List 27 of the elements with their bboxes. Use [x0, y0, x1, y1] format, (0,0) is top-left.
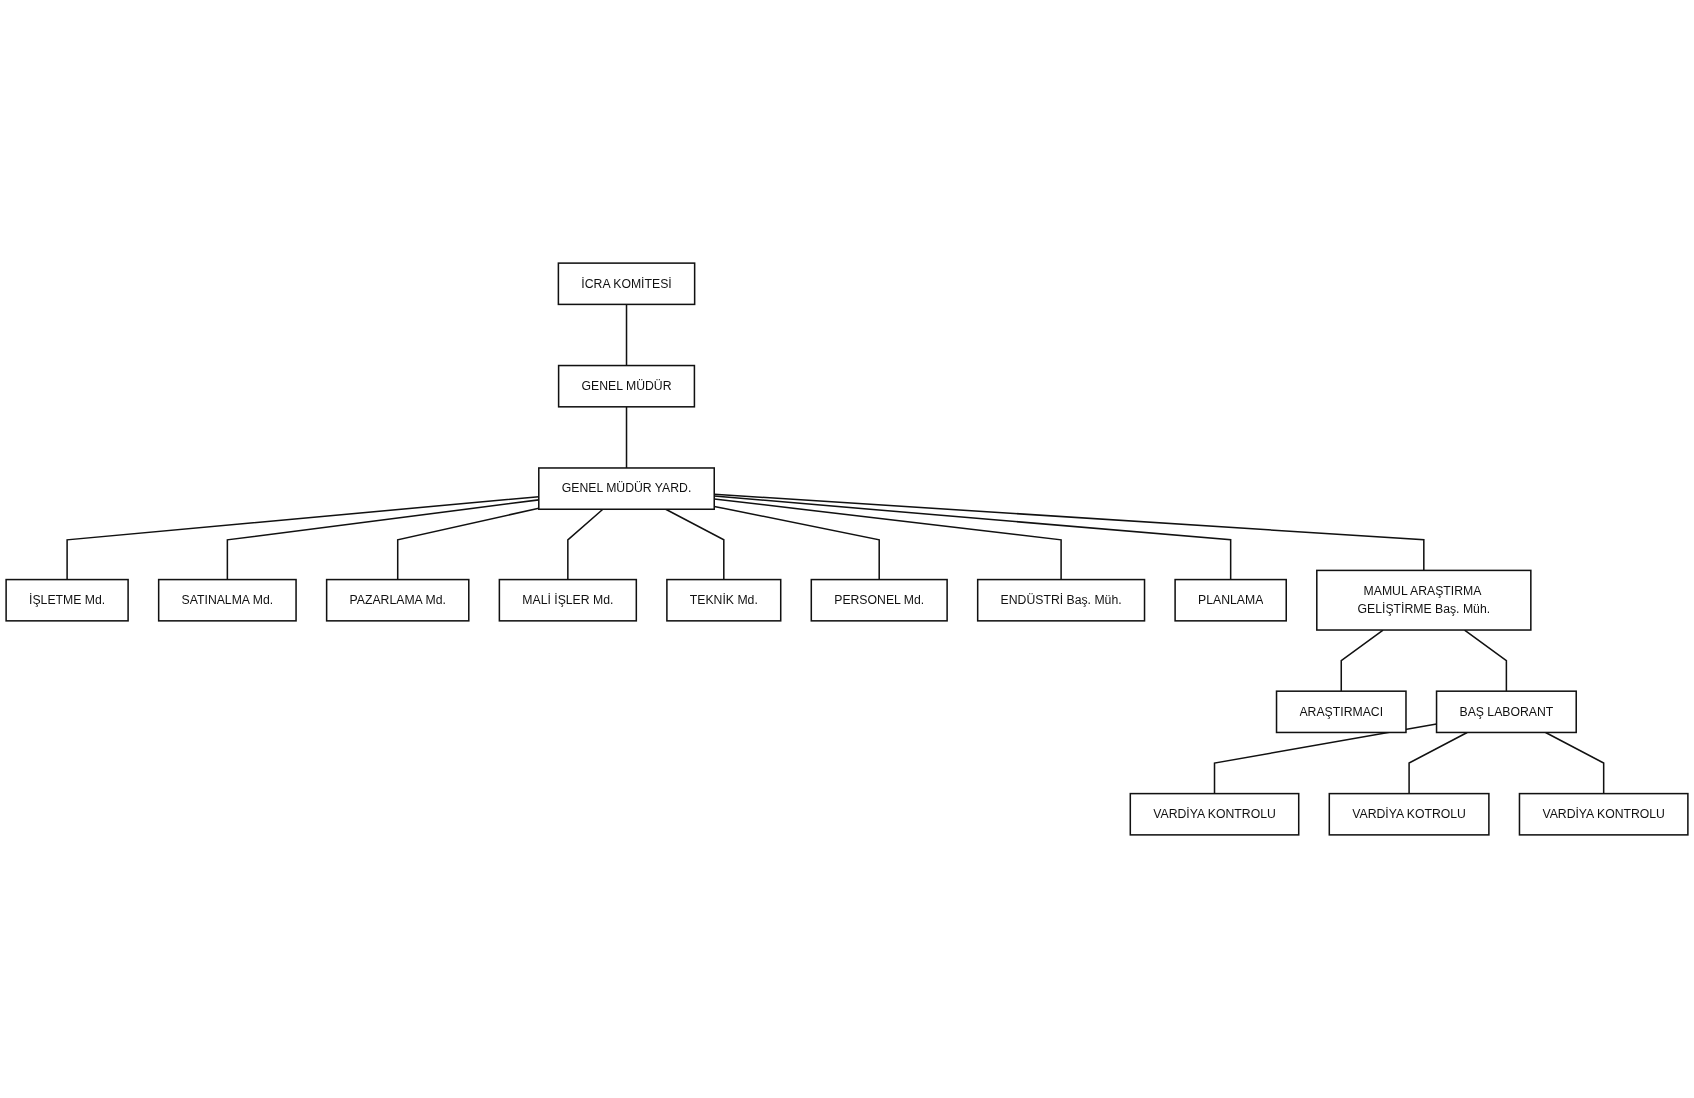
node-box: VARDİYA KONTROLU — [1129, 792, 1300, 836]
node-box: GENEL MÜDÜR — [557, 364, 696, 408]
node-box: MALİ İŞLER Md. — [498, 578, 638, 622]
connector — [1340, 629, 1384, 692]
node-box: GENEL MÜDÜR YARD. — [538, 467, 715, 510]
connector — [713, 495, 1232, 581]
node-box: PLANLAMA — [1174, 578, 1287, 622]
node-box: VARDİYA KOTROLU — [1328, 792, 1490, 836]
node-box: ARAŞTIRMACI — [1275, 690, 1407, 734]
connector — [567, 508, 604, 581]
node-box: PAZARLAMA Md. — [325, 578, 470, 622]
connector — [713, 498, 1062, 581]
connector — [713, 505, 880, 581]
node-box: MAMUL ARAŞTIRMA GELİŞTİRME Baş. Müh. — [1316, 569, 1532, 631]
node-box: PERSONEL Md. — [810, 578, 948, 622]
connector — [625, 406, 628, 469]
node-box: VARDİYA KONTROLU — [1518, 792, 1689, 836]
node-box: İŞLETME Md. — [5, 578, 129, 622]
connector — [1463, 629, 1508, 692]
connector — [1408, 731, 1468, 795]
node-box: İCRA KOMİTESİ — [557, 262, 696, 306]
connector — [625, 303, 628, 367]
node-box: TEKNİK Md. — [666, 578, 782, 622]
node-box: SATINALMA Md. — [157, 578, 297, 622]
node-box: ENDÜSTRİ Baş. Müh. — [976, 578, 1146, 622]
node-box: BAŞ LABORANT — [1435, 690, 1577, 734]
connector — [1544, 731, 1605, 795]
